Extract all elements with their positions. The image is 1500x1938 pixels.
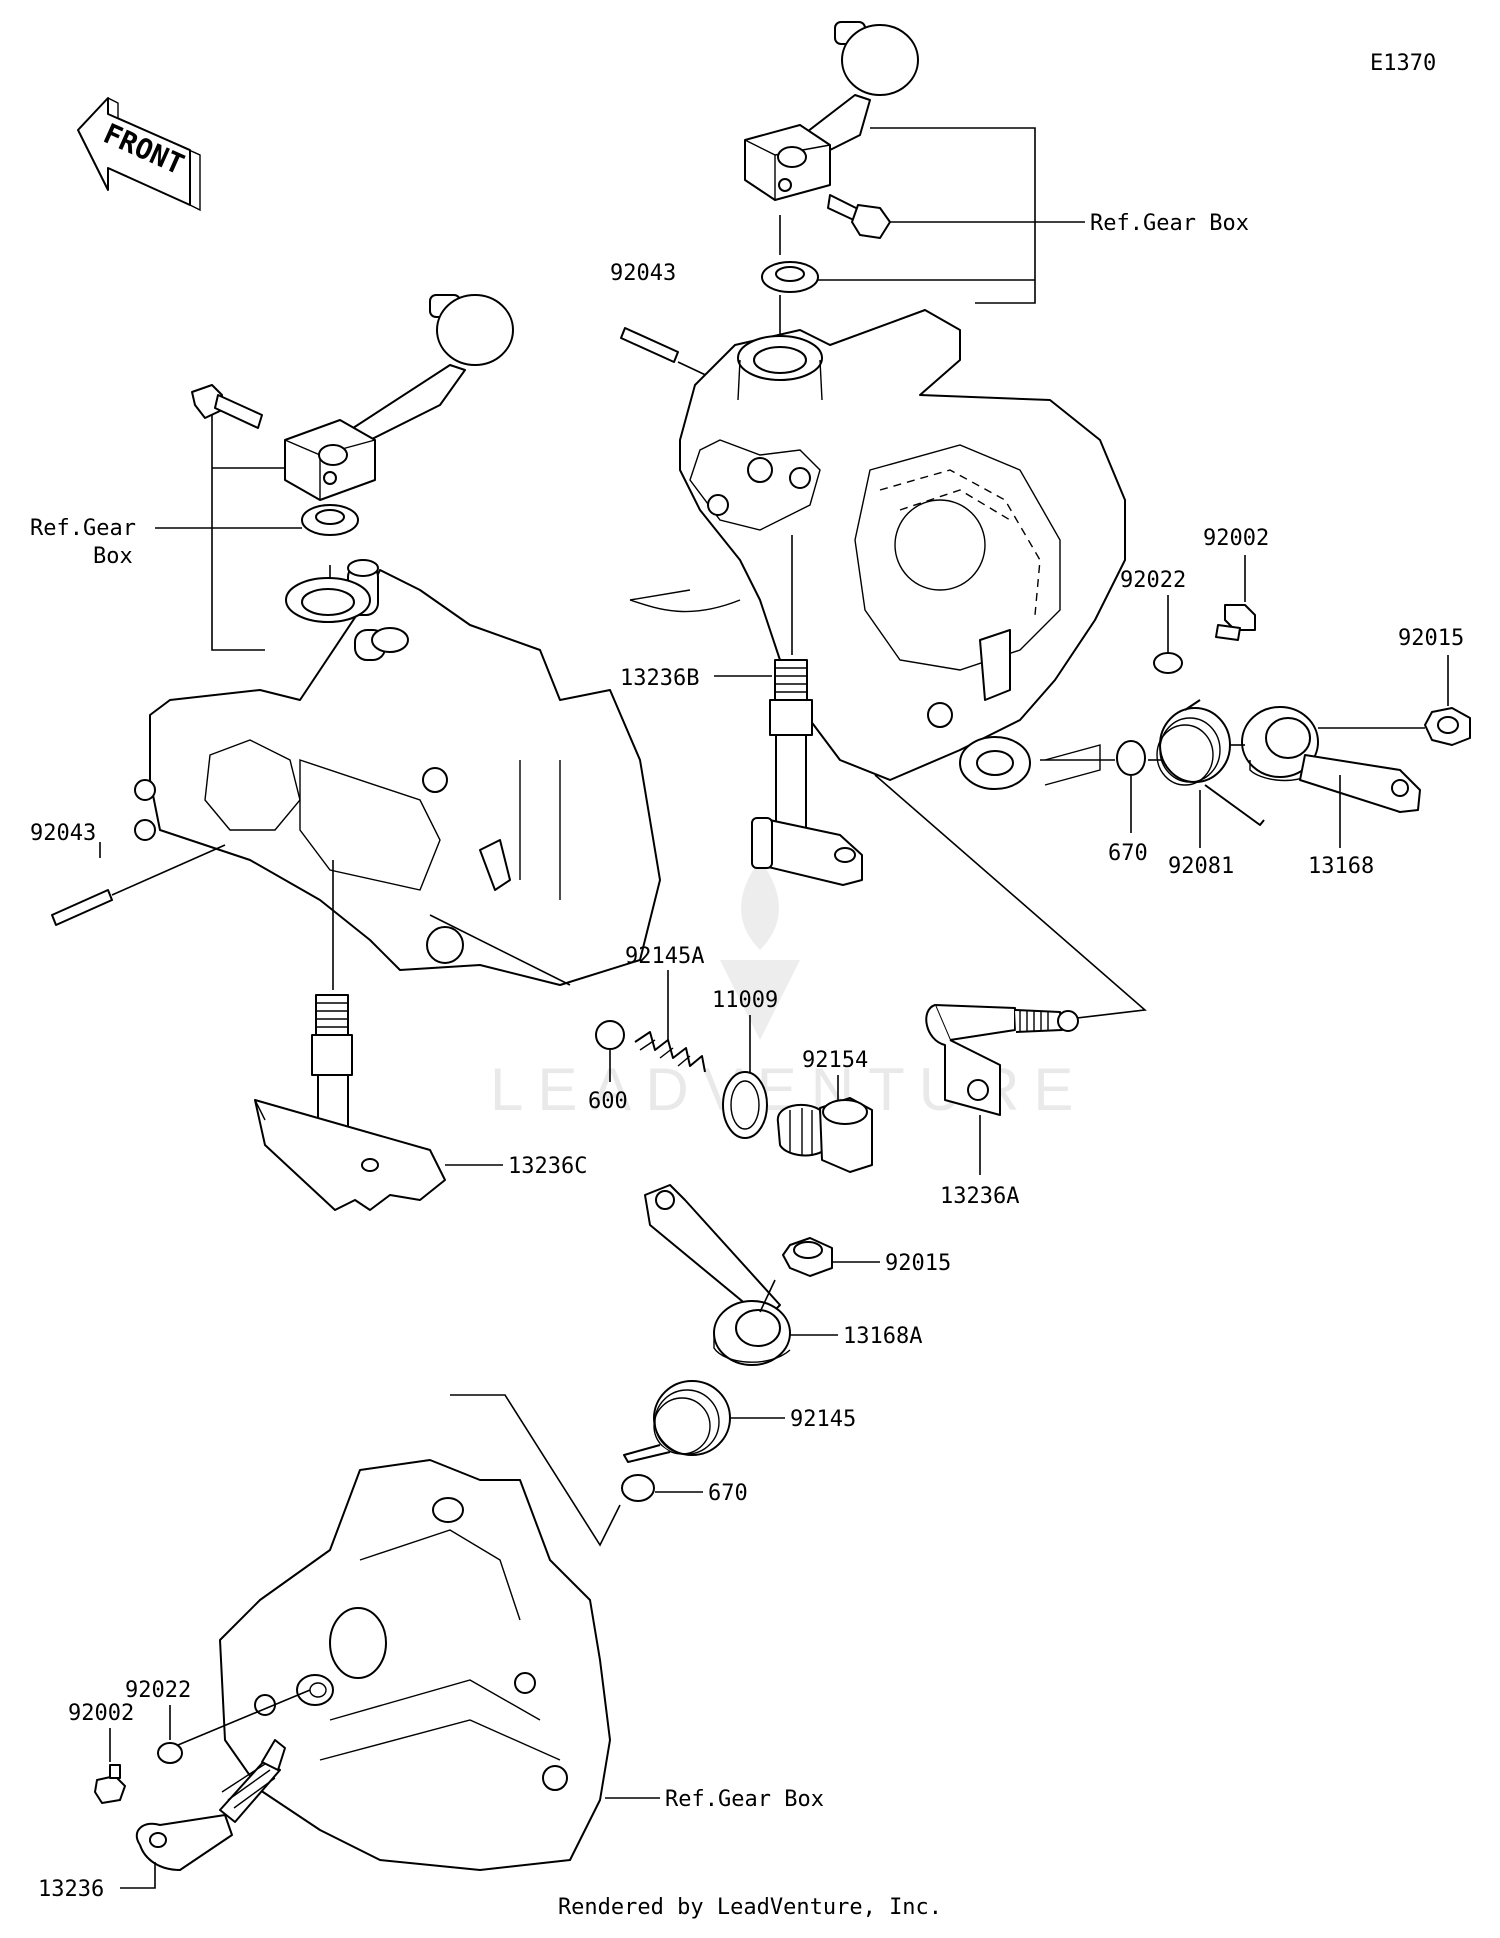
arm-13168 bbox=[1241, 706, 1421, 813]
bolt-92002-bottom bbox=[94, 1764, 126, 1804]
upper-bolt bbox=[827, 194, 891, 239]
bolt-92002-right bbox=[1215, 604, 1256, 641]
plug-92154 bbox=[776, 1097, 873, 1173]
shaft-13236B bbox=[751, 659, 863, 886]
left-bolt bbox=[191, 384, 263, 429]
label-ref-gear-box-bottom[interactable]: Ref.Gear Box bbox=[665, 1787, 824, 1812]
shaft-13236A bbox=[925, 1004, 1079, 1116]
label-13168A[interactable]: 13168A bbox=[843, 1324, 922, 1349]
label-670-right[interactable]: 670 bbox=[1108, 841, 1148, 866]
label-92015-right[interactable]: 92015 bbox=[1398, 626, 1464, 651]
label-670-bottom[interactable]: 670 bbox=[708, 1481, 748, 1506]
label-ref-gear-box-top[interactable]: Ref.Gear Box bbox=[1090, 211, 1249, 236]
label-92002-bottom[interactable]: 92002 bbox=[68, 1701, 134, 1726]
label-13236C[interactable]: 13236C bbox=[508, 1154, 587, 1179]
label-92002-right[interactable]: 92002 bbox=[1203, 526, 1269, 551]
label-13236[interactable]: 13236 bbox=[38, 1877, 104, 1902]
label-92081[interactable]: 92081 bbox=[1168, 854, 1234, 879]
footer-credit: Rendered by LeadVenture, Inc. bbox=[557, 1895, 943, 1920]
label-92145A[interactable]: 92145A bbox=[625, 944, 704, 969]
left-shift-lever bbox=[284, 294, 514, 501]
label-92043-left[interactable]: 92043 bbox=[30, 821, 96, 846]
spring-92081 bbox=[1156, 699, 1265, 826]
shaft-13236 bbox=[135, 1739, 286, 1871]
label-13168[interactable]: 13168 bbox=[1308, 854, 1374, 879]
label-92022-bottom[interactable]: 92022 bbox=[125, 1678, 191, 1703]
label-13236A[interactable]: 13236A bbox=[940, 1184, 1019, 1209]
diagram-id: E1370 bbox=[1370, 51, 1436, 76]
label-92145[interactable]: 92145 bbox=[790, 1407, 856, 1432]
label-92015-mid[interactable]: 92015 bbox=[885, 1251, 951, 1276]
label-13236B[interactable]: 13236B bbox=[620, 666, 699, 691]
right-gear-case bbox=[629, 309, 1126, 790]
label-600[interactable]: 600 bbox=[588, 1089, 628, 1114]
label-92043-top[interactable]: 92043 bbox=[610, 261, 676, 286]
front-arrow-icon: FRONT bbox=[77, 97, 201, 212]
label-92022-right[interactable]: 92022 bbox=[1120, 568, 1186, 593]
watermark-logo bbox=[720, 860, 800, 1040]
lower-gear-case bbox=[219, 1459, 611, 1871]
label-ref-gear-box-left-1[interactable]: Ref.Gear bbox=[30, 516, 136, 541]
spring-92145A bbox=[634, 1031, 706, 1073]
label-ref-gear-box-left-2[interactable]: Box bbox=[93, 544, 133, 569]
label-11009[interactable]: 11009 bbox=[712, 988, 778, 1013]
upper-shift-lever bbox=[744, 21, 919, 201]
spring-92145 bbox=[623, 1380, 731, 1463]
left-gear-case bbox=[134, 559, 661, 986]
arm-13168A bbox=[644, 1184, 791, 1366]
label-92154[interactable]: 92154 bbox=[802, 1048, 868, 1073]
shaft-13236C bbox=[254, 994, 446, 1211]
